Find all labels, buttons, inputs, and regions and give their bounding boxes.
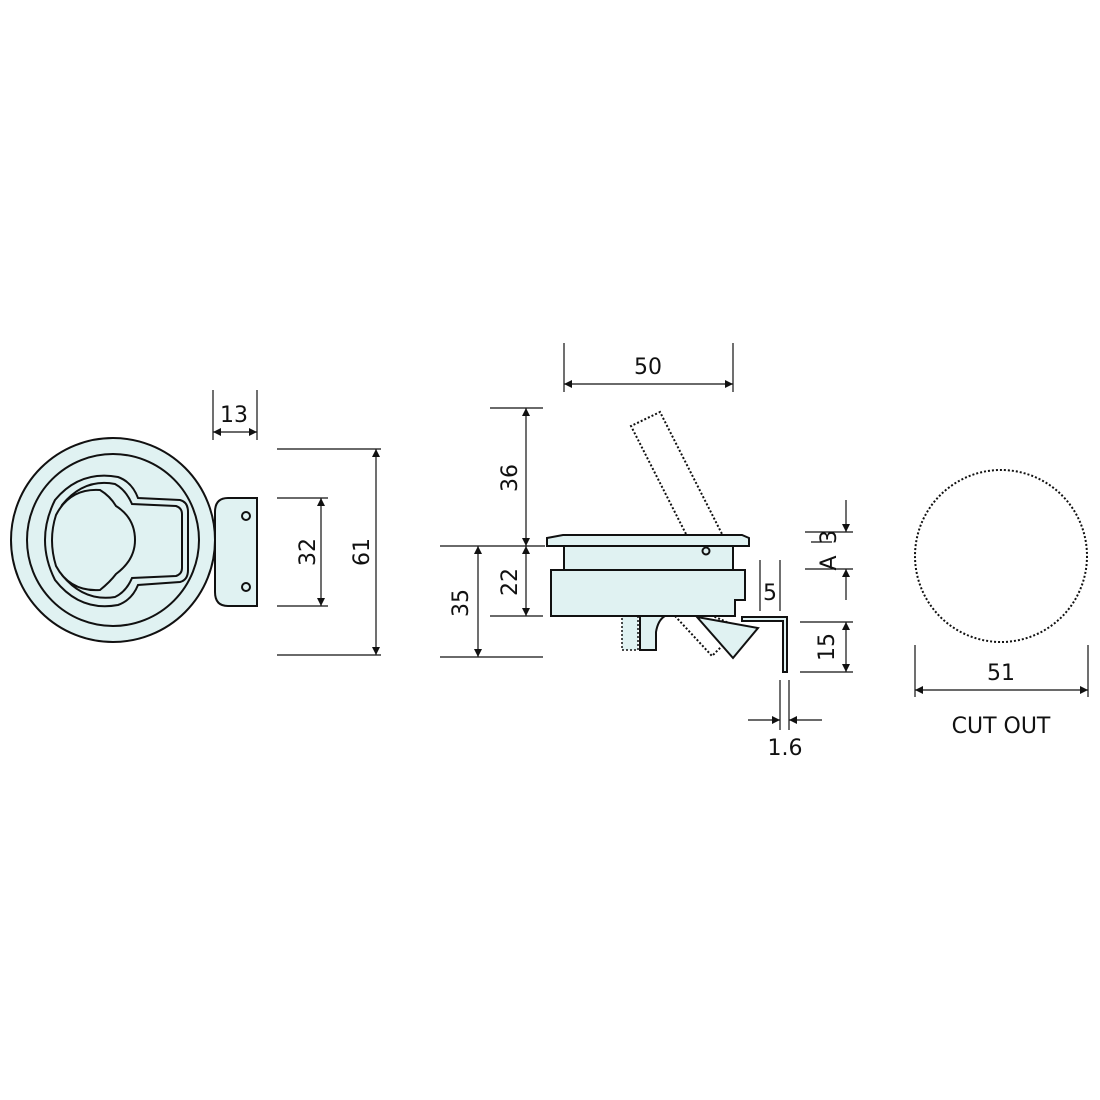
inner-bezel	[26, 453, 200, 627]
dim-label-a: A	[817, 555, 842, 570]
cutout-circle	[914, 469, 1088, 643]
dim-label-35: 35	[449, 589, 474, 617]
front-view: 13 32 61	[10, 390, 381, 656]
flange	[546, 534, 750, 547]
dim-label-13: 13	[220, 403, 248, 428]
dim-label-1-6: 1.6	[768, 736, 803, 761]
body-lower	[550, 569, 746, 617]
bracket-hole-top	[241, 511, 251, 521]
dim-label-50: 50	[634, 355, 662, 380]
dim-label-3: 3	[817, 530, 842, 544]
handle-raised-dotted	[629, 410, 723, 535]
bracket	[214, 497, 258, 607]
bracket-hole-bottom	[241, 582, 251, 592]
dim-32: 32	[277, 497, 328, 607]
dim-61: 61	[277, 448, 381, 656]
cutout-view: 51 CUT OUT	[914, 469, 1089, 739]
dim-15: 15	[800, 621, 853, 673]
dim-5: 5	[759, 560, 781, 611]
dim-vertical-left: 36 22 35	[440, 407, 545, 658]
handle-grip	[51, 488, 137, 592]
dim-label-5: 5	[763, 581, 777, 606]
dim-a3: A 3	[805, 500, 853, 600]
side-view: 50 36 22 35 A 3 5	[440, 343, 853, 761]
dim-label-36: 36	[498, 464, 523, 492]
dim-label-22: 22	[498, 568, 523, 596]
latch	[694, 615, 760, 660]
dim-label-32: 32	[296, 538, 321, 566]
dim-13: 13	[212, 390, 258, 440]
dim-50: 50	[563, 343, 734, 392]
tab	[639, 615, 669, 651]
dim-1-6: 1.6	[748, 680, 822, 761]
cutout-label: CUT OUT	[952, 714, 1051, 739]
dim-label-51: 51	[987, 661, 1015, 686]
pivot-hole	[701, 546, 711, 556]
dim-label-15: 15	[815, 633, 840, 661]
handle-ring-outer	[44, 474, 189, 608]
strike-plate	[741, 616, 788, 673]
dim-label-61: 61	[350, 538, 375, 566]
tab-dotted	[621, 615, 639, 651]
